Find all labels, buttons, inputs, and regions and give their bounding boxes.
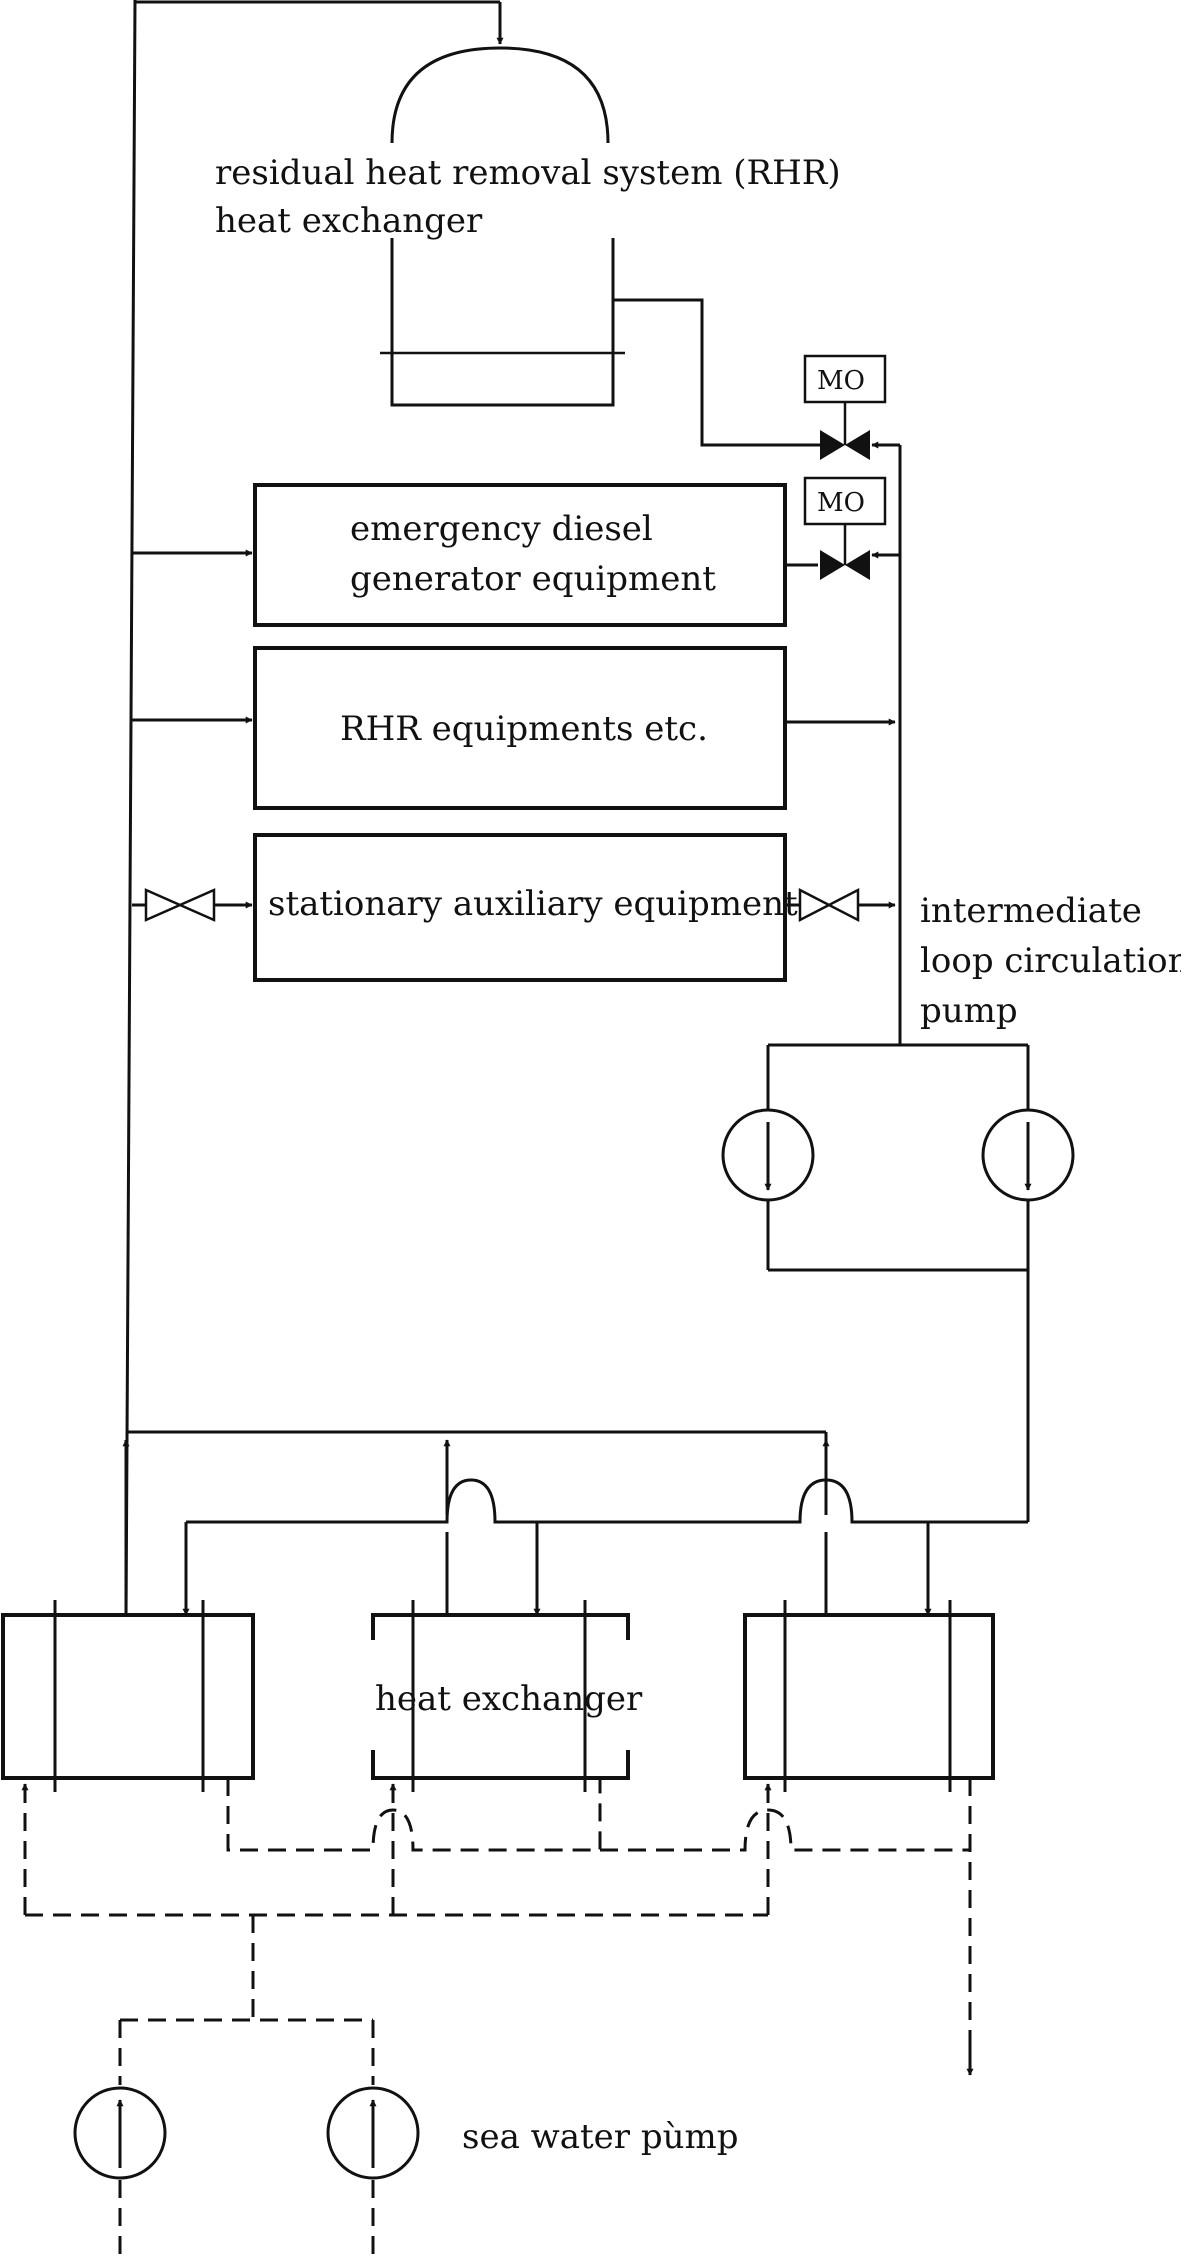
- mo-valve-bottom: MO: [803, 476, 887, 580]
- mo-valve-top-label: MO: [817, 366, 865, 396]
- pump-label-line2: loop circulation: [920, 941, 1181, 981]
- stationary-auxiliary-box: [253, 833, 787, 982]
- heat-exchanger-label: heat exchanger: [375, 1679, 643, 1719]
- supply-header: [122, 1430, 830, 1615]
- rhr-hx-outlet-pipe: [613, 298, 820, 447]
- circulation-pump-loop: [766, 1043, 1030, 1522]
- emergency-diesel-generator-box: [253, 483, 787, 627]
- aux-outlet-valve: [785, 887, 896, 923]
- main-supply-riser: [124, 0, 504, 1621]
- rhr-equipments-label: RHR equipments etc.: [340, 709, 708, 749]
- pump-label-line3: pump: [920, 991, 1018, 1031]
- sea-water-pump-right-icon: [326, 2086, 420, 2180]
- edg-label-line1: emergency diesel: [350, 509, 653, 549]
- heat-exchanger-middle: [371, 1600, 630, 1792]
- circulation-pump-left-icon: [721, 1108, 815, 1202]
- sea-water-inlet-manifold: [21, 1783, 772, 2255]
- sea-water-pump-label: sea water pùmp: [462, 2117, 739, 2157]
- rhr-hx-label-line1: residual heat removal system (RHR): [215, 153, 841, 193]
- sea-water-outlet-manifold: [226, 1778, 974, 2076]
- mo-valve-top: MO: [803, 354, 887, 460]
- edg-label-line2: generator equipment: [350, 559, 716, 599]
- heat-exchanger-left: [1, 1600, 255, 1792]
- rhr-hx-label-line2: heat exchanger: [215, 201, 483, 241]
- rhr-equipments-box: [253, 646, 787, 810]
- heat-exchanger-right: [743, 1600, 995, 1792]
- return-header: [182, 1478, 1028, 1616]
- aux-inlet-valve: [132, 888, 253, 922]
- pump-label-line1: intermediate: [920, 891, 1142, 931]
- stationary-auxiliary-label: stationary auxiliary equipment: [268, 884, 798, 924]
- circulation-pump-right-icon: [981, 1108, 1075, 1202]
- sea-water-pump-left-icon: [73, 2086, 167, 2180]
- mo-valve-bottom-label: MO: [817, 488, 865, 518]
- rhr-heat-exchanger: [380, 46, 625, 407]
